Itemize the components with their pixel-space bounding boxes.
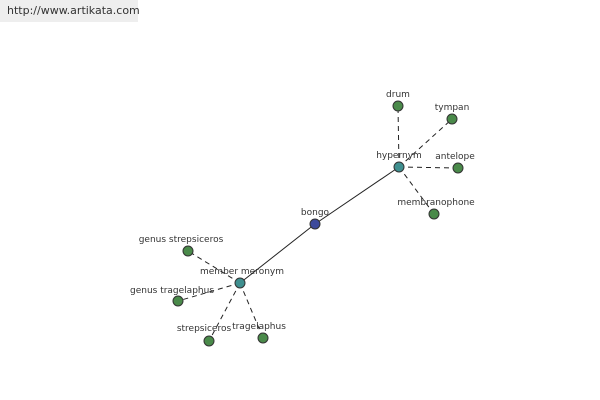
- node-membranophone-dot[interactable]: [428, 208, 440, 220]
- node-strepsiceros-dot[interactable]: [203, 335, 215, 347]
- node-tympan[interactable]: tympan: [435, 103, 470, 125]
- node-hypernym[interactable]: hypernym: [376, 151, 422, 173]
- edge-member-meronym-to-strepsiceros: [208, 282, 241, 342]
- node-member-meronym-dot[interactable]: [234, 277, 246, 289]
- node-antelope[interactable]: antelope: [435, 152, 475, 174]
- edge-member-meronym-to-tragelaphus: [239, 282, 264, 339]
- node-strepsiceros-label[interactable]: strepsiceros: [177, 324, 232, 334]
- node-antelope-dot[interactable]: [452, 162, 464, 174]
- node-bongo-dot[interactable]: [309, 218, 321, 230]
- node-membranophone-label[interactable]: membranophone: [397, 198, 475, 208]
- edge-hypernym-to-tympan: [398, 118, 453, 168]
- nodes-layer: bongo hypernym member meronym drum tympan ant…: [130, 90, 475, 347]
- node-tragelaphus[interactable]: tragelaphus: [232, 322, 286, 344]
- site-url[interactable]: http://www.artikata.com: [7, 4, 140, 17]
- node-genus-strepsiceros[interactable]: genus strepsiceros: [139, 235, 224, 257]
- node-tragelaphus-dot[interactable]: [257, 332, 269, 344]
- node-bongo[interactable]: bongo: [301, 208, 330, 230]
- node-tragelaphus-label[interactable]: tragelaphus: [232, 322, 286, 332]
- node-genus-strepsiceros-dot[interactable]: [182, 245, 194, 257]
- node-drum-dot[interactable]: [392, 100, 404, 112]
- edge-member-meronym-to-genus-tragelaphus: [177, 282, 241, 302]
- node-antelope-label[interactable]: antelope: [435, 152, 475, 162]
- node-hypernym-dot[interactable]: [393, 161, 405, 173]
- node-hypernym-label[interactable]: hypernym: [376, 151, 422, 161]
- node-genus-tragelaphus-label[interactable]: genus tragelaphus: [130, 286, 214, 296]
- edges-layer: [177, 105, 459, 342]
- node-genus-tragelaphus-dot[interactable]: [172, 295, 184, 307]
- node-member-meronym[interactable]: member meronym: [200, 267, 284, 289]
- node-tympan-dot[interactable]: [446, 113, 458, 125]
- edge-bongo-to-hypernym: [314, 166, 400, 225]
- edge-hypernym-to-membranophone: [398, 166, 435, 215]
- node-drum-label[interactable]: drum: [386, 90, 410, 100]
- url-bar: http://www.artikata.com: [0, 0, 140, 22]
- node-genus-tragelaphus[interactable]: genus tragelaphus: [130, 286, 214, 307]
- node-membranophone[interactable]: membranophone: [397, 198, 475, 220]
- edge-hypernym-to-antelope: [398, 166, 459, 169]
- edge-hypernym-to-drum: [397, 105, 400, 168]
- node-strepsiceros[interactable]: strepsiceros: [177, 324, 232, 347]
- node-bongo-label[interactable]: bongo: [301, 208, 330, 218]
- edge-member-meronym-to-genus-strepsiceros: [187, 250, 241, 284]
- node-drum[interactable]: drum: [386, 90, 410, 112]
- node-tympan-label[interactable]: tympan: [435, 103, 470, 113]
- node-genus-strepsiceros-label[interactable]: genus strepsiceros: [139, 235, 224, 245]
- node-member-meronym-label[interactable]: member meronym: [200, 267, 284, 277]
- edge-bongo-to-member-meronym: [239, 223, 316, 284]
